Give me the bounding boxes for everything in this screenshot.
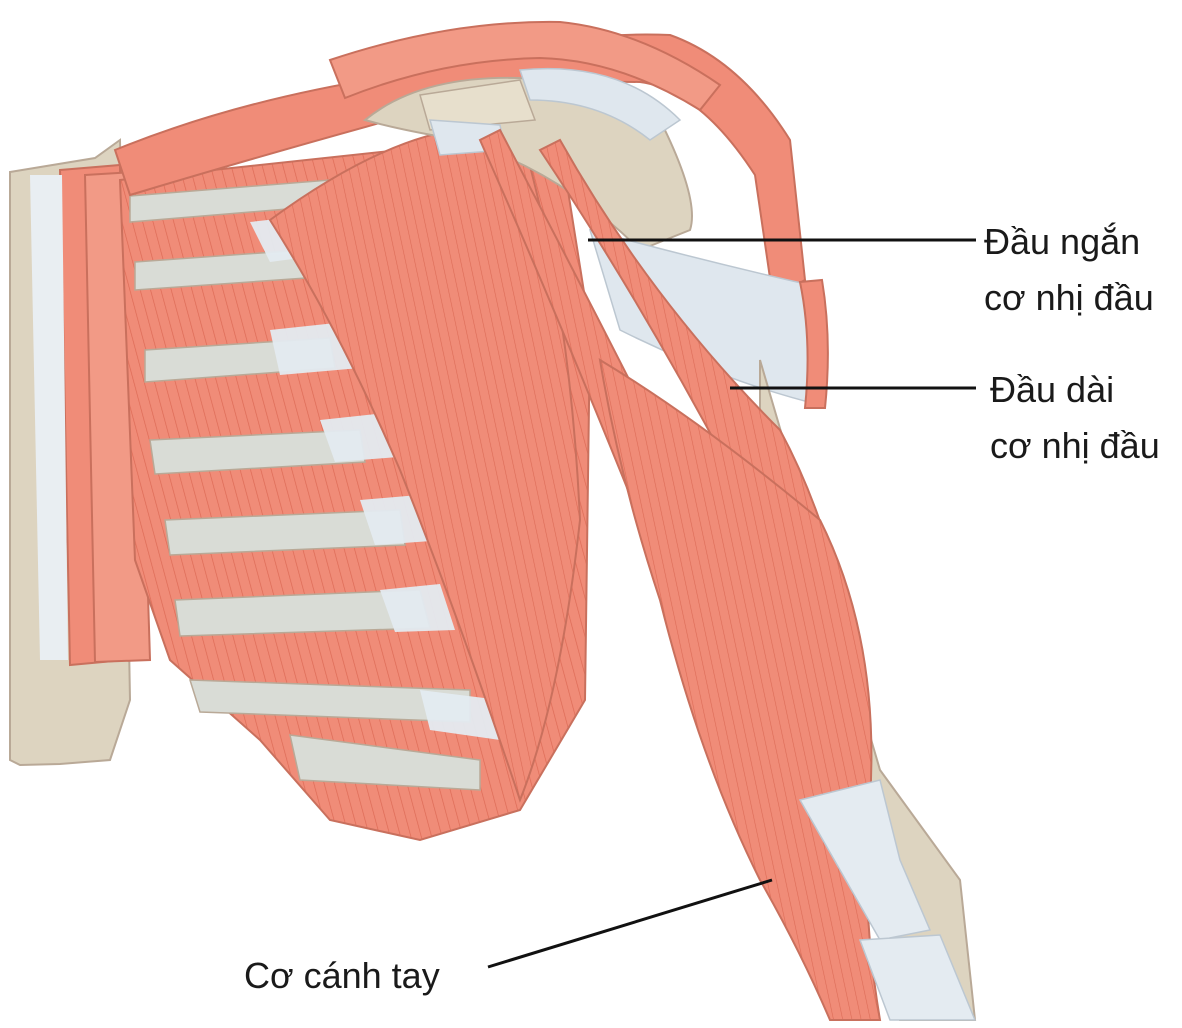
label-short-head: Đầu ngắn cơ nhị đầu [984, 214, 1154, 326]
label-long-head-line1: Đầu dài [990, 362, 1160, 418]
label-brachialis: Cơ cánh tay [244, 948, 440, 1004]
label-short-head-line1: Đầu ngắn [984, 214, 1154, 270]
label-long-head-line2: cơ nhị đầu [990, 418, 1160, 474]
leader-brachialis [488, 880, 772, 967]
label-long-head: Đầu dài cơ nhị đầu [990, 362, 1160, 474]
label-brachialis-text: Cơ cánh tay [244, 948, 440, 1004]
label-short-head-line2: cơ nhị đầu [984, 270, 1154, 326]
